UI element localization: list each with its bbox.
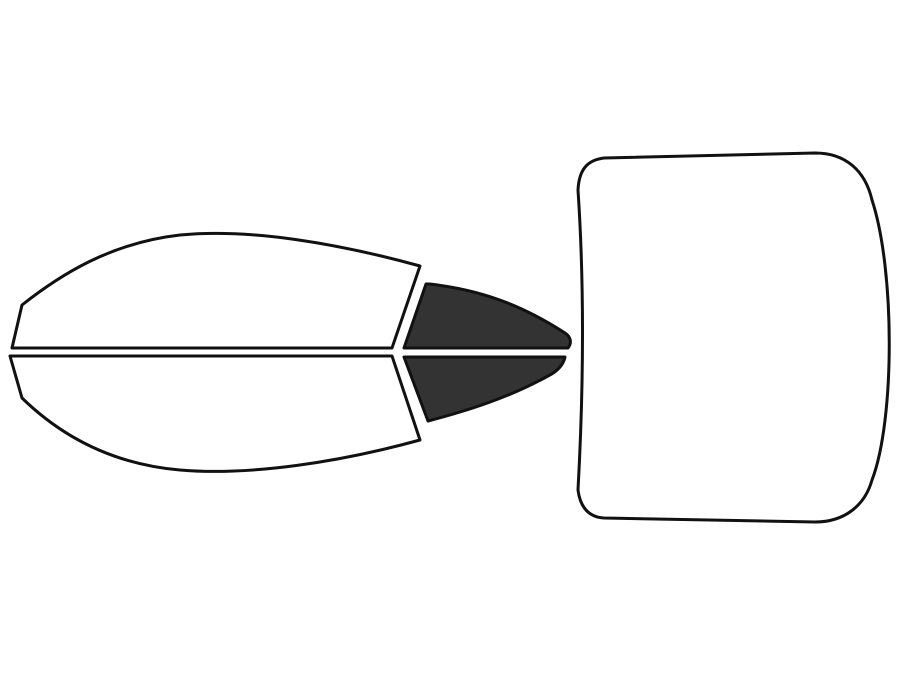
rear-quarter-window-upper-panel bbox=[402, 282, 572, 350]
rear-quarter-window-lower-panel bbox=[402, 355, 567, 423]
rear-windshield-panel bbox=[576, 151, 891, 524]
front-door-window-upper-panel bbox=[10, 231, 422, 350]
front-door-window-lower-panel bbox=[8, 354, 422, 473]
